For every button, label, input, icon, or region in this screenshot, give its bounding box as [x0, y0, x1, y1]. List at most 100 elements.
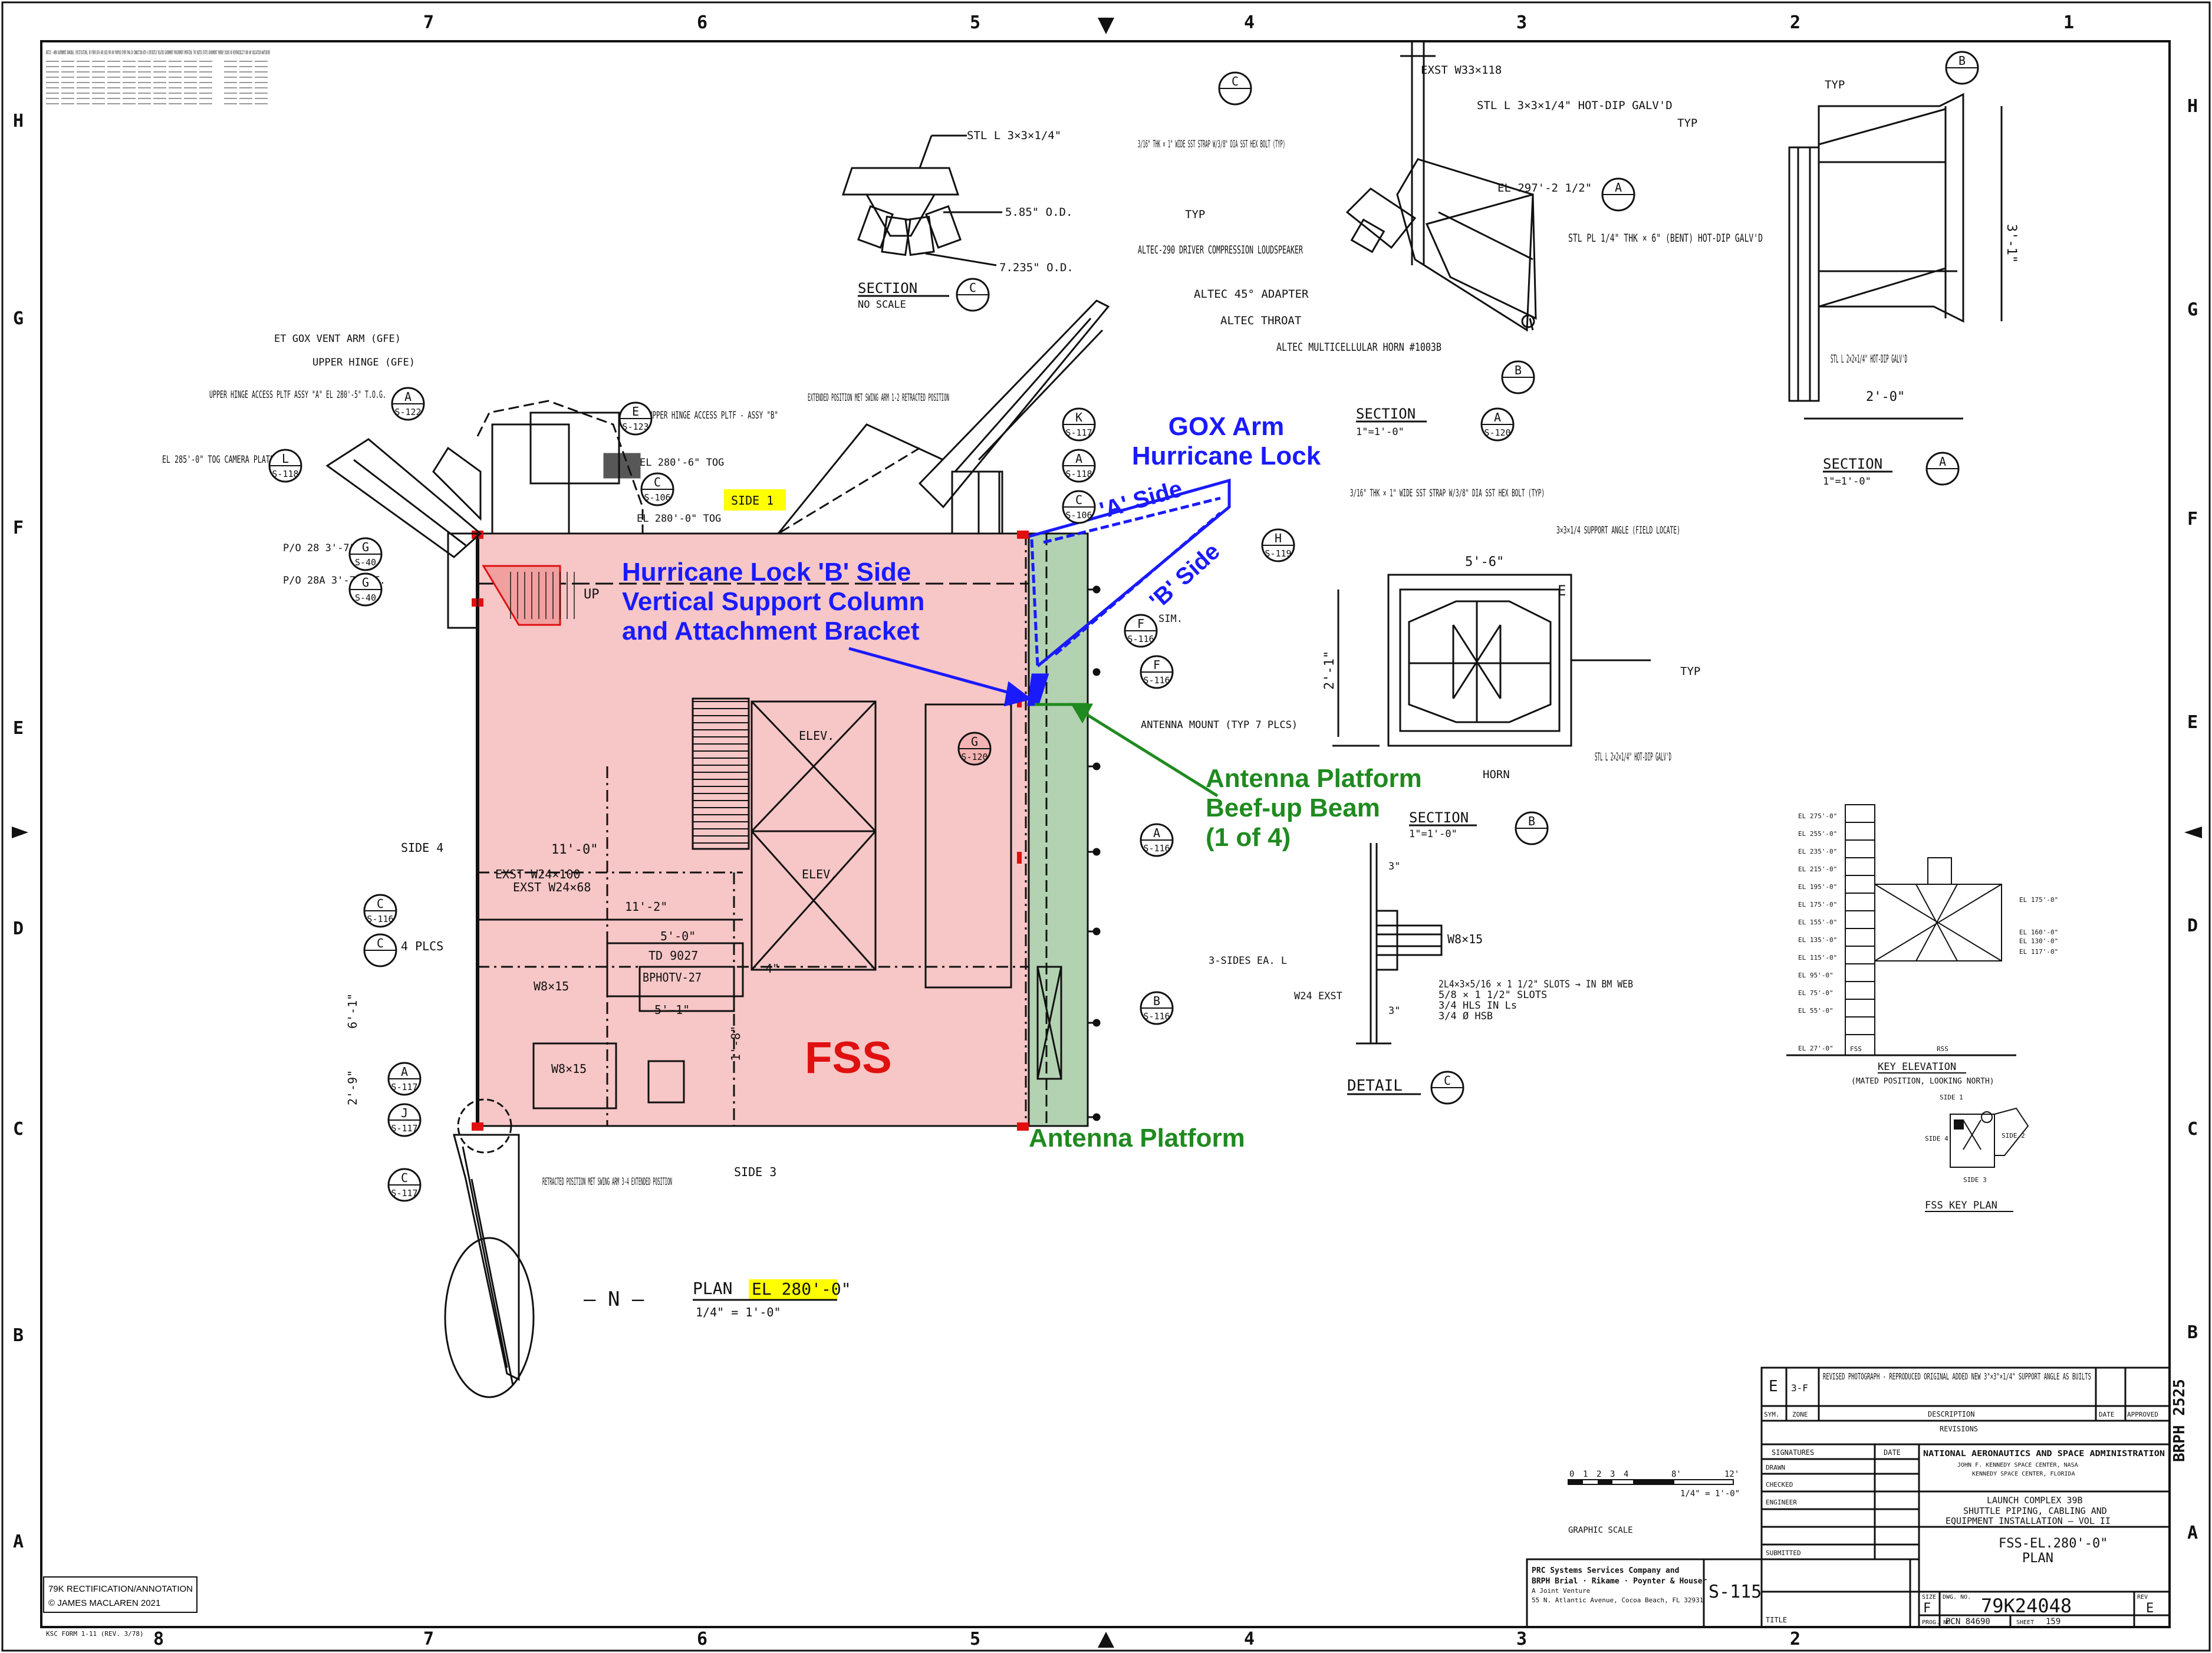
svg-text:and Attachment Bracket: and Attachment Bracket: [622, 617, 920, 646]
svg-text:DWG. NO.: DWG. NO.: [1943, 1594, 1971, 1601]
svg-text:11'-0": 11'-0": [551, 842, 598, 857]
svg-text:EL 280'-0": EL 280'-0": [752, 1279, 851, 1299]
svg-text:SIZE: SIZE: [1922, 1594, 1936, 1601]
svg-text:GOX Arm: GOX Arm: [1168, 412, 1284, 441]
svg-text:159: 159: [2046, 1617, 2060, 1626]
ref-bubbles: AS-122 LS-118 ES-123 CS-106 GS-40 GS-40 …: [268, 51, 1979, 1202]
svg-text:H: H: [2187, 96, 2198, 117]
ref-E-S123: ES-123: [618, 401, 653, 436]
svg-text:SIDE 4: SIDE 4: [401, 841, 443, 855]
center-mark-bottom: [1098, 1632, 1114, 1648]
svg-text:6'-1": 6'-1": [345, 993, 360, 1029]
svg-text:1: 1: [2063, 12, 2074, 33]
b-side-label: 'B' Side: [1145, 538, 1225, 614]
svg-text:C: C: [1075, 493, 1082, 507]
svg-text:A: A: [2187, 1523, 2198, 1543]
svg-text:1"=1'-0": 1"=1'-0": [1356, 426, 1404, 438]
svg-text:FSS: FSS: [1850, 1045, 1862, 1053]
svg-text:HORN: HORN: [1483, 768, 1510, 781]
svg-text:(1 of 4): (1 of 4): [1206, 823, 1291, 852]
svg-text:B: B: [1528, 814, 1535, 828]
svg-text:W8×15: W8×15: [551, 1062, 587, 1076]
svg-text:3": 3": [1388, 861, 1400, 872]
svg-text:SECTION: SECTION: [1823, 456, 1882, 472]
svg-text:ELEV.: ELEV.: [802, 867, 837, 881]
svg-text:B: B: [1958, 54, 1966, 68]
svg-text:SUBMITTED: SUBMITTED: [1766, 1549, 1801, 1557]
svg-text:8: 8: [153, 1629, 164, 1649]
svg-text:STL L 2×2×1/4" HOT-DIP GALV'D: STL L 2×2×1/4" HOT-DIP GALV'D: [1595, 750, 1671, 763]
ref-A-S122: AS-122: [391, 387, 425, 421]
svg-text:(MATED POSITION, LOOKING NORTH: (MATED POSITION, LOOKING NORTH): [1851, 1077, 1994, 1086]
svg-text:S-122: S-122: [394, 407, 421, 417]
svg-text:5: 5: [970, 12, 980, 33]
svg-text:SHEET: SHEET: [2016, 1619, 2034, 1626]
svg-text:0: 0: [1569, 1470, 1574, 1479]
section-b-bubble: B: [1515, 811, 1549, 845]
svg-text:H: H: [1275, 531, 1282, 545]
ref-K-S117: KS-117: [1062, 407, 1096, 442]
svg-text:K: K: [1075, 410, 1082, 424]
svg-text:C: C: [13, 1119, 24, 1140]
svg-text:E: E: [1769, 1378, 1778, 1395]
svg-text:Hurricane Lock: Hurricane Lock: [1132, 442, 1321, 470]
svg-text:PROG. NO.: PROG. NO.: [1922, 1619, 1954, 1626]
svg-text:SIM.: SIM.: [1158, 613, 1183, 625]
svg-text:4 PLCS: 4 PLCS: [401, 939, 443, 953]
svg-text:S-106: S-106: [644, 492, 670, 503]
svg-text:3/4 HLS IN Ls: 3/4 HLS IN Ls: [1439, 1000, 1517, 1012]
svg-text:3": 3": [1388, 1005, 1400, 1017]
svg-text:S-116: S-116: [1127, 634, 1154, 644]
section-a-text: EXST W33×118 STL L 3×3×1/4" HOT-DIP GALV…: [1138, 64, 1763, 438]
svg-text:1"=1'-0": 1"=1'-0": [1823, 476, 1871, 488]
svg-text:7: 7: [423, 1629, 434, 1649]
svg-text:EL 135'-0": EL 135'-0": [1798, 936, 1837, 944]
svg-text:A: A: [13, 1532, 24, 1552]
zone-rows: H G F E D C B A H G F E D C B A: [13, 96, 2198, 1552]
svg-text:D: D: [13, 918, 24, 939]
svg-text:1/4" = 1'-0": 1/4" = 1'-0": [1680, 1489, 1740, 1499]
svg-text:S-116: S-116: [1143, 843, 1170, 854]
plan-callouts: EL 285'-0" TOG CAMERA PLATF ET GOX VENT …: [162, 333, 1298, 1188]
ref-C-section-top: C: [1218, 71, 1252, 106]
svg-text:C: C: [401, 1171, 408, 1185]
section-c-text: STL L 3×3×1/4" 5.85" O.D. 7.235" O.D. SE…: [858, 129, 1074, 311]
svg-text:F: F: [1923, 1601, 1931, 1616]
svg-text:W8×15: W8×15: [1447, 932, 1483, 946]
svg-text:3/16" THK × 1" WIDE SST STRAP: 3/16" THK × 1" WIDE SST STRAP W/3/8" DIA…: [1350, 488, 1545, 499]
ref-H-S119: HS-119: [1261, 528, 1295, 562]
svg-text:Beef-up Beam: Beef-up Beam: [1206, 793, 1380, 822]
section-a-horn: [1345, 41, 1537, 332]
detail-c-drawing: [1356, 843, 1443, 1045]
svg-text:G: G: [2187, 299, 2198, 320]
gox-arm-label: GOX Arm Hurricane Lock: [1132, 412, 1321, 470]
vent-arm-structure: [325, 299, 1110, 1398]
key-elevation-levels: EL 275'-0" EL 255'-0" EL 235'-0" EL 215'…: [1798, 812, 2058, 1086]
svg-text:SYM.: SYM.: [1764, 1411, 1780, 1418]
svg-text:NATIONAL AERONAUTICS AND SPACE: NATIONAL AERONAUTICS AND SPACE ADMINISTR…: [1923, 1450, 2165, 1458]
svg-text:GRAPHIC SCALE: GRAPHIC SCALE: [1568, 1526, 1633, 1535]
sheet-border: [40, 40, 2171, 1628]
section-c-bubble: C: [956, 278, 990, 312]
svg-text:EXST W24×68: EXST W24×68: [513, 880, 591, 894]
svg-text:TYP: TYP: [1185, 208, 1205, 221]
plan-structure: [476, 532, 1101, 1127]
ref-B-section-top: B: [1945, 51, 1979, 85]
svg-text:A: A: [401, 1065, 408, 1079]
svg-text:1"=1'-0": 1"=1'-0": [1409, 828, 1457, 840]
title-block: [1526, 1344, 2171, 1628]
svg-text:ZONE: ZONE: [1792, 1411, 1808, 1418]
svg-text:79K24048: 79K24048: [1981, 1595, 2072, 1617]
svg-text:G: G: [362, 575, 369, 590]
svg-text:EL 117'-0": EL 117'-0": [2019, 948, 2058, 956]
svg-text:© JAMES MACLAREN 2021: © JAMES MACLAREN 2021: [48, 1598, 160, 1608]
svg-text:EL 175'-0": EL 175'-0": [1798, 901, 1837, 908]
svg-text:EL 155'-0": EL 155'-0": [1798, 918, 1837, 926]
svg-text:2: 2: [1597, 1470, 1601, 1479]
ref-C-S116: CS-116: [363, 894, 397, 928]
svg-text:EL 275'-0": EL 275'-0": [1798, 812, 1837, 820]
key-elevation-drawing: [1786, 804, 2016, 1056]
svg-text:DATE: DATE: [2099, 1411, 2115, 1418]
svg-text:ET GOX VENT ARM (GFE): ET GOX VENT ARM (GFE): [274, 333, 401, 345]
svg-text:REVISIONS: REVISIONS: [1940, 1425, 1978, 1433]
